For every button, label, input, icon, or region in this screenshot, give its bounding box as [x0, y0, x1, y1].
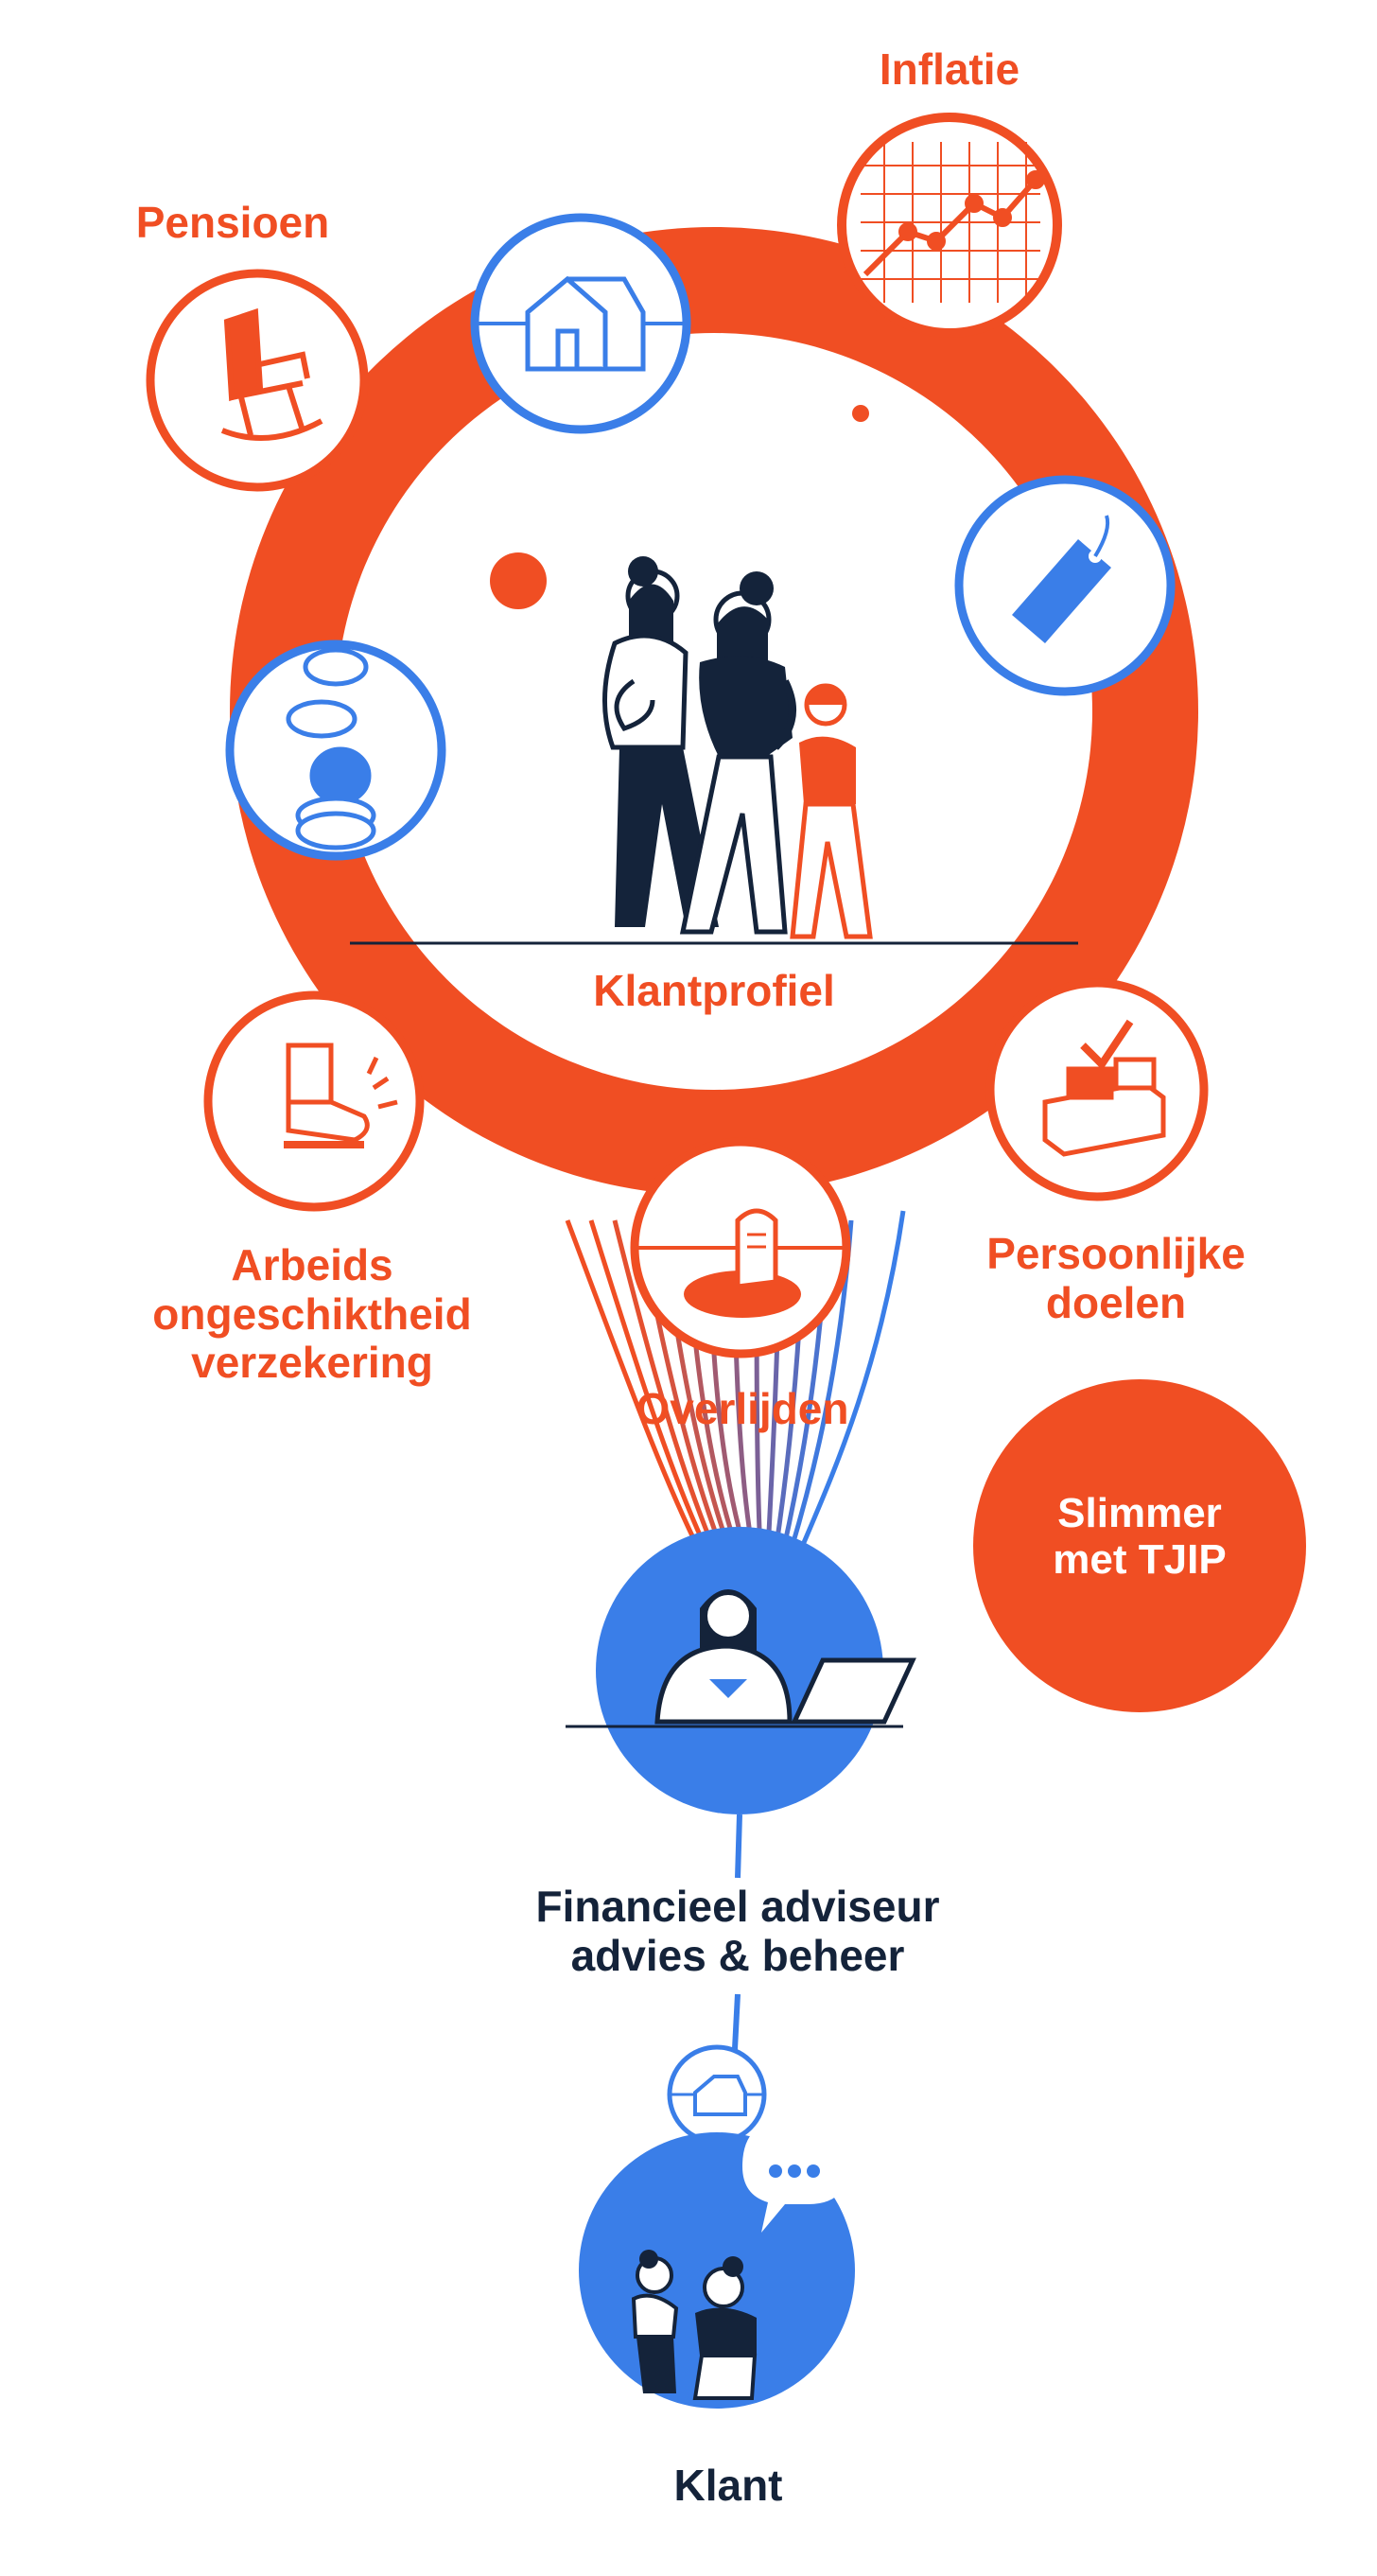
label-slimmer-line1: Slimmer [1057, 1490, 1222, 1536]
klant-node [579, 2119, 855, 2409]
label-persoonlijke-line1: Persoonlijke [986, 1229, 1246, 1278]
inflatie-node [837, 113, 1062, 338]
persoonlijke-doelen-node [985, 978, 1209, 1201]
arbeidsongeschiktheid-node [203, 990, 425, 1212]
label-adviseur-line2: advies & beheer [570, 1930, 905, 1980]
overlijden-node [630, 1137, 851, 1358]
adviseur-node [566, 1527, 916, 1814]
label-arbeids-line3: verzekering [191, 1338, 433, 1388]
label-persoonlijke-doelen: Persoonlijke doelen [936, 1229, 1296, 1327]
label-financieel-adviseur: Financieel adviseur advies & beheer [454, 1882, 1021, 1980]
label-slimmer-line2: met TJIP [1053, 1536, 1227, 1584]
label-pensioen: Pensioen [135, 198, 330, 247]
family-icon [601, 556, 873, 939]
graph-icon [861, 142, 1045, 303]
connector-line-1 [735, 1814, 742, 1879]
label-inflatie: Inflatie [879, 44, 1020, 94]
coins-icon [286, 647, 376, 850]
rocking-chair-icon [220, 307, 323, 441]
prijs-node [954, 475, 1176, 696]
label-klant: Klant [673, 2461, 783, 2510]
tjip-badge [973, 1379, 1306, 1712]
price-tag-icon [1012, 515, 1111, 643]
label-arbeids-line1: Arbeids [231, 1240, 393, 1289]
speech-bubble-icon [742, 2119, 851, 2233]
label-klantprofiel: Klantprofiel [593, 966, 835, 1015]
decorative-dot-large [490, 552, 547, 609]
label-persoonlijke-line2: doelen [1045, 1277, 1187, 1327]
woning-node [470, 213, 691, 434]
vermogen-node [225, 640, 446, 861]
small-house-node [667, 2044, 767, 2145]
label-arbeids-line2: ongeschiktheid [152, 1288, 472, 1339]
advisor-laptop-icon [566, 1589, 916, 1728]
blocks-checkmark-icon [1042, 1019, 1166, 1157]
house-icon [525, 275, 646, 372]
pensioen-node [146, 269, 369, 492]
label-overlijden: Overlijden [636, 1384, 849, 1433]
label-adviseur-line1: Financieel adviseur [535, 1882, 940, 1931]
small-house-icon [693, 2075, 747, 2116]
klant-family-icon [631, 2250, 758, 2400]
gravestone-icon [684, 1208, 801, 1318]
label-arbeids: Arbeids ongeschiktheid verzekering [104, 1240, 520, 1388]
cast-leg-icon [284, 1043, 398, 1148]
decorative-dot-small [852, 405, 869, 422]
label-slimmer-met-tjip: Slimmer met TJIP [993, 1490, 1286, 1584]
